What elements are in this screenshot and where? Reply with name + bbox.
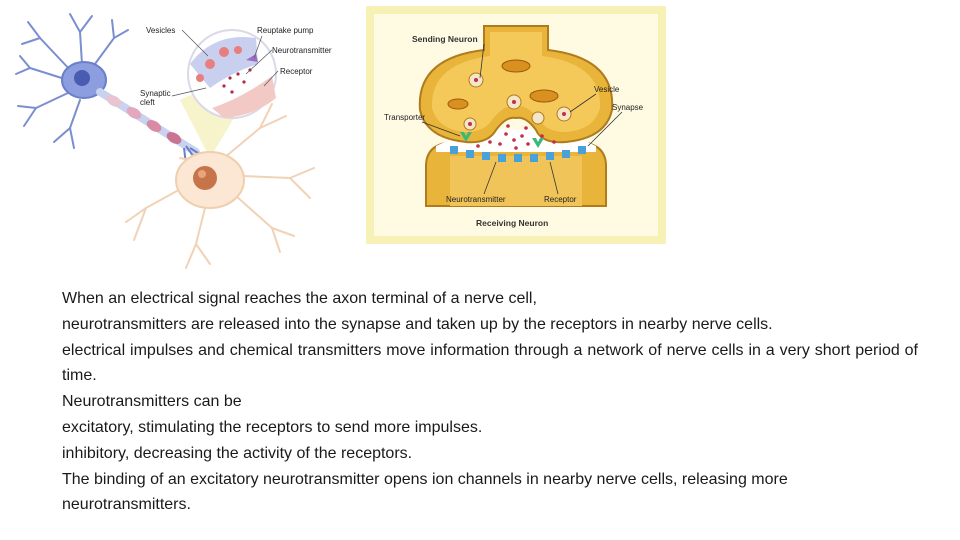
label-receiving-neuron: Receiving Neuron bbox=[476, 218, 548, 228]
synapse-illustration: Sending Neuron Vesicle Synapse Transport… bbox=[366, 6, 666, 244]
label-neurotransmitter-bottom: Neurotransmitter bbox=[446, 195, 506, 204]
label-receptor: Receptor bbox=[280, 67, 313, 76]
label-synaptic: Synaptic bbox=[140, 89, 171, 98]
label-synapse: Synapse bbox=[612, 103, 644, 112]
vesicles bbox=[463, 72, 572, 131]
label-vesicles: Vesicles bbox=[146, 26, 175, 35]
text-line-3: electrical impulses and chemical transmi… bbox=[62, 341, 918, 385]
label-cleft: cleft bbox=[140, 98, 155, 107]
upper-neuron-nucleus bbox=[74, 70, 90, 86]
label-sending-neuron: Sending Neuron bbox=[412, 34, 478, 44]
neuron-illustration: Vesicles Reuptake pump Neurotransmitter … bbox=[15, 13, 332, 269]
synapse-zoom-circle bbox=[187, 29, 277, 119]
text-line-5: excitatory, stimulating the receptors to… bbox=[62, 418, 483, 436]
text-line-1: When an electrical signal reaches the ax… bbox=[62, 290, 537, 307]
receptors bbox=[450, 146, 586, 162]
label-transporter: Transporter bbox=[384, 113, 425, 122]
neurotransmitter-molecules bbox=[476, 124, 556, 150]
label-vesicle: Vesicle bbox=[594, 85, 620, 94]
upper-neuron-dendrites bbox=[15, 13, 129, 149]
lower-neuron-nucleus bbox=[193, 166, 217, 190]
transporters bbox=[460, 132, 544, 148]
text-line-2: neurotransmitters are released into the … bbox=[62, 315, 773, 333]
label-neurotransmitter: Neurotransmitter bbox=[272, 46, 332, 55]
text-line-6: inhibitory, decreasing the activity of t… bbox=[62, 444, 413, 462]
label-reuptake-pump: Reuptake pump bbox=[257, 26, 314, 35]
label-receptor-bottom: Receptor bbox=[544, 195, 577, 204]
lower-neuron-dendrites bbox=[125, 103, 315, 269]
text-line-4: Neurotransmitters can be bbox=[62, 393, 242, 411]
mitochondria bbox=[447, 59, 559, 110]
body-text: When an electrical signal reaches the ax… bbox=[62, 286, 918, 518]
text-line-7: The binding of an excitatory neurotransm… bbox=[62, 470, 788, 514]
